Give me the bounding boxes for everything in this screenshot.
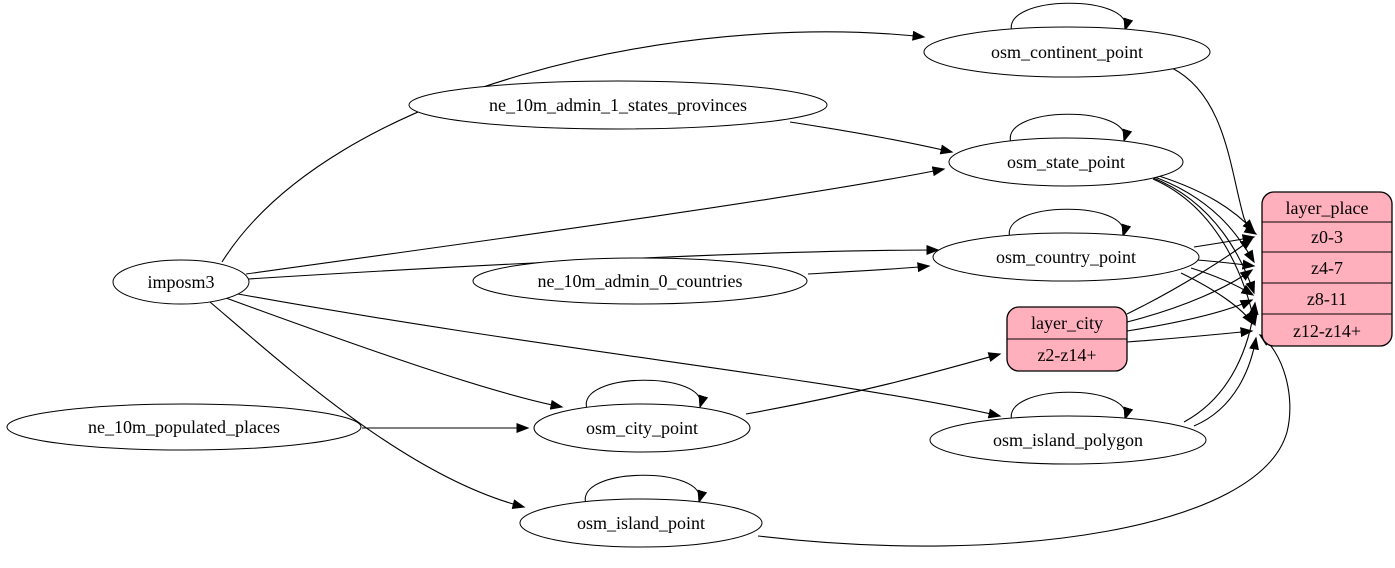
ne_10m_admin_1_states_provinces-ellipse [408,80,828,130]
layer_place-row-z12-z14: z12-z14+ [1293,321,1361,341]
edge-osm_state_point-layer_place-z8-11 [1150,176,1255,295]
edge-imposm3-osm_island_polygon [237,293,1002,419]
node-ne_10m_admin_0_countries: ne_10m_admin_0_countries [472,257,808,305]
node-layer_city: layer_city z2-z14+ [1006,306,1128,372]
osm_country_point-label: osm_country_point [996,247,1136,267]
edge-osm_country_point-layer_place-z12-z14 [1180,272,1254,326]
edge-osm_country_point-layer_place-z8-11 [1190,267,1255,296]
layer_place-title: layer_place [1286,198,1369,218]
imposm3-ellipse [112,259,250,305]
osm_island_polygon-label: osm_island_polygon [993,430,1143,450]
ne_10m_admin_0_countries-label: ne_10m_admin_0_countries [538,271,743,291]
edge-osm_island_polygon-layer_place-z12-z14 [1193,336,1259,427]
edge-osm_city_point-layer_city-z2-z14 [745,352,1002,415]
edge-imposm3-osm_city_point [225,297,564,410]
layer_place-row-z0-3: z0-3 [1311,227,1343,247]
edge-imposm3-osm_state_point [245,166,946,275]
osm_continent_point-ellipse [923,26,1211,78]
self-loop-osm_continent_point [1010,2,1134,33]
ne_10m_populated_places-ellipse [6,403,362,451]
edge-layer_city-layer_place-z4-7 [1126,269,1254,323]
node-osm_state_point: osm_state_point [948,137,1184,187]
edge-osm_island_point-layer_place-z12-z14 [757,334,1291,547]
osm_island_point-ellipse [519,498,763,548]
osm_state_point-label: osm_state_point [1007,152,1125,172]
ne_10m_populated_places-label: ne_10m_populated_places [88,417,280,437]
edge-osm_state_point-layer_place-z4-7 [1148,174,1255,264]
node-ne_10m_populated_places: ne_10m_populated_places [6,403,362,451]
node-osm_country_point: osm_country_point [932,232,1200,282]
edge-imposm3-osm_island_point [209,301,526,510]
osm_city_point-ellipse [533,403,751,453]
layer_city-row-z2-z14: z2-z14+ [1037,345,1096,365]
edge-layer_city-layer_place-z0-3 [1126,238,1254,315]
osm_state_point-ellipse [948,137,1184,187]
layer_city-title: layer_city [1031,313,1103,333]
ne_10m_admin_1_states_provinces-label: ne_10m_admin_1_states_provinces [489,95,747,115]
node-osm_island_polygon: osm_island_polygon [929,415,1207,465]
node-ne_10m_admin_1_states_provinces: ne_10m_admin_1_states_provinces [408,80,828,130]
node-osm_city_point: osm_city_point [533,403,751,453]
edge-ne_10m_admin_0_countries-osm_country_point [807,262,931,275]
node-osm_continent_point: osm_continent_point [923,26,1211,78]
edge-ne_10m_admin_1_states_provinces-osm_state_point [789,121,954,155]
self-loop-osm_island_polygon [1010,391,1134,422]
layer_place-row-z4-7: z4-7 [1311,258,1343,278]
self-loop-osm_city_point [585,379,709,410]
ne_10m_admin_0_countries-ellipse [472,257,808,305]
osm_island_point-label: osm_island_point [577,513,705,533]
node-imposm3: imposm3 [112,259,250,305]
edge-osm_country_point-layer_place-z0-3 [1193,234,1256,248]
osm_country_point-ellipse [932,232,1200,282]
edge-osm_state_point-layer_place-z0-3 [1145,171,1256,233]
edge-group [209,2,1291,547]
node-osm_island_point: osm_island_point [519,498,763,548]
self-loop-osm_state_point [1009,113,1133,144]
osm_continent_point-label: osm_continent_point [991,42,1143,62]
edge-osm_island_polygon-layer_place-z8-11 [1183,301,1259,423]
self-loop-osm_island_point [584,474,708,505]
layer_place-box [1261,191,1393,347]
self-loop-osm_country_point [1008,208,1132,239]
edge-layer_city-layer_place-z8-11 [1126,299,1254,332]
osm_city_point-label: osm_city_point [586,418,698,438]
edge-osm_continent_point-layer_place-z0-3 [1171,67,1258,235]
edge-osm_country_point-layer_place-z4-7 [1196,259,1256,270]
edge-imposm3-osm_continent_point [221,30,926,263]
edge-layer_city-layer_place-z12-z14 [1126,327,1254,343]
node-layer_place: layer_place z0-3 z4-7 z8-11 z12-z14+ [1261,191,1393,347]
imposm3-label: imposm3 [147,272,214,292]
osm_island_polygon-ellipse [929,415,1207,465]
layer_place-row-z8-11: z8-11 [1307,289,1347,309]
